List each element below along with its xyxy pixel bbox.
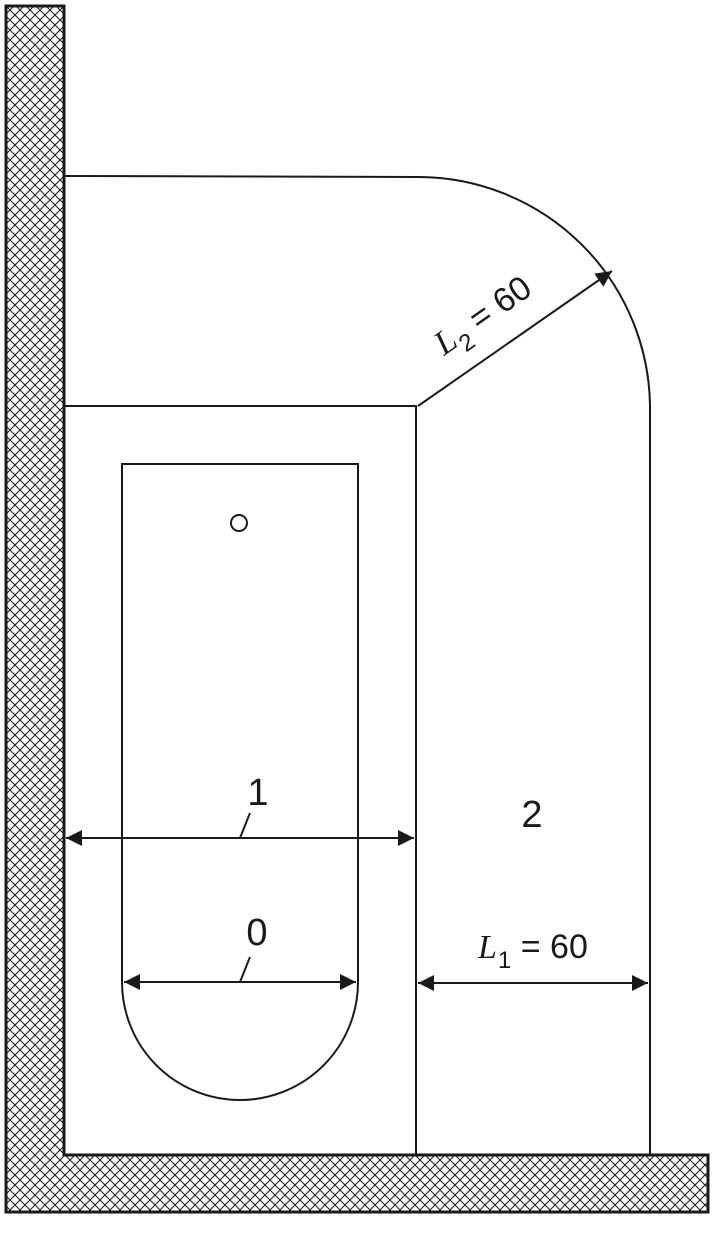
zone-1-outline xyxy=(64,405,417,1155)
bathtub-outline xyxy=(121,463,359,1101)
zone-2-label: 2 xyxy=(521,794,542,836)
zone-1-label: 1 xyxy=(247,772,268,814)
l2-label: L2 = 60 xyxy=(426,268,543,369)
drain-circle xyxy=(230,514,248,532)
zone-1-leader xyxy=(239,812,251,839)
svg-text:L2 = 60: L2 = 60 xyxy=(426,268,543,369)
l1-label: L1 = 60 xyxy=(477,928,588,974)
l2-dimension-arrow xyxy=(417,270,613,407)
zone-0-leader xyxy=(239,956,251,983)
zone-0-label: 0 xyxy=(246,912,267,954)
zone-2-outline xyxy=(63,175,651,1155)
wall-hatched xyxy=(4,4,710,1214)
svg-text:L1 = 60: L1 = 60 xyxy=(477,928,588,974)
